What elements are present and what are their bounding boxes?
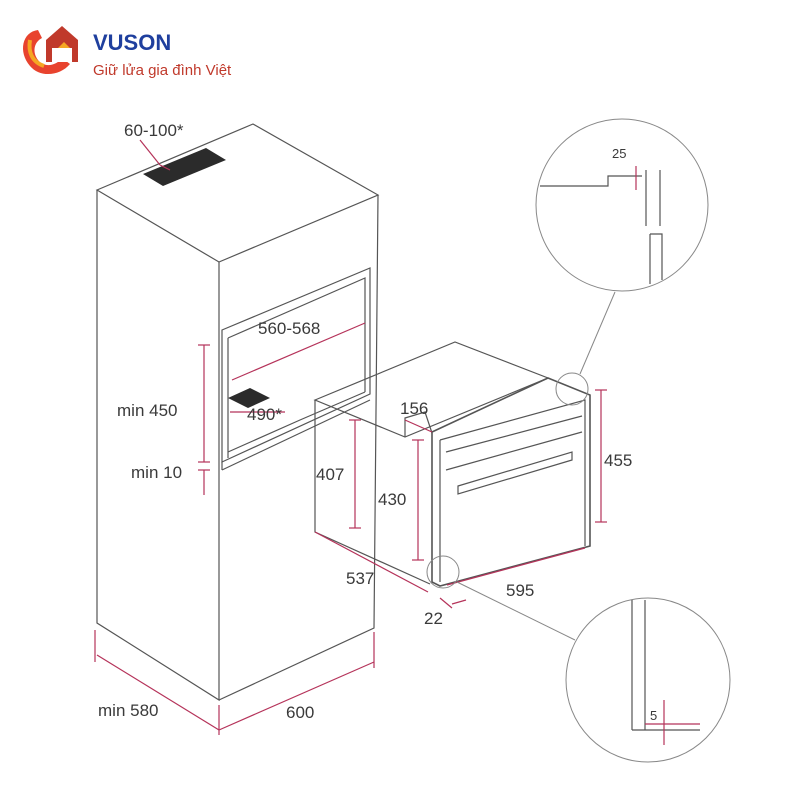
label-vent-depth: 490* [247,405,282,424]
label-gap-below: min 10 [131,463,182,482]
detail-bottom-callout [426,555,731,763]
label-detail-bottom: 5 [650,708,657,723]
niche-vent-opening [228,388,270,408]
detail-top-callout [535,118,709,406]
label-cabinet-width: 600 [286,703,314,722]
top-vent-opening [143,148,226,186]
label-oven-width: 595 [506,581,534,600]
label-niche-height: min 450 [117,401,177,420]
label-oven-depth: 537 [346,569,374,588]
oven-handle [457,451,573,495]
label-oven-front-height: 455 [604,451,632,470]
label-door-offset: 22 [424,609,443,628]
label-oven-body-height: 407 [316,465,344,484]
label-oven-step: 156 [400,399,428,418]
label-top-opening: 60-100* [124,121,184,140]
label-cabinet-depth: min 580 [98,701,158,720]
cabinet-dimension-lines [94,139,375,735]
brand-name: VUSON [93,30,171,55]
oven-front [431,377,591,587]
brand-tagline: Giữ lửa gia đình Việt [93,62,232,79]
label-niche-width: 560-568 [258,319,320,338]
label-detail-top: 25 [612,146,626,161]
label-oven-inner-height: 430 [378,490,406,509]
niche-frame [221,267,371,463]
oven-outline [313,341,591,587]
vuson-logo-icon [23,26,78,75]
cabinet-outline [95,123,380,702]
oven-dimension-lines [314,389,607,609]
